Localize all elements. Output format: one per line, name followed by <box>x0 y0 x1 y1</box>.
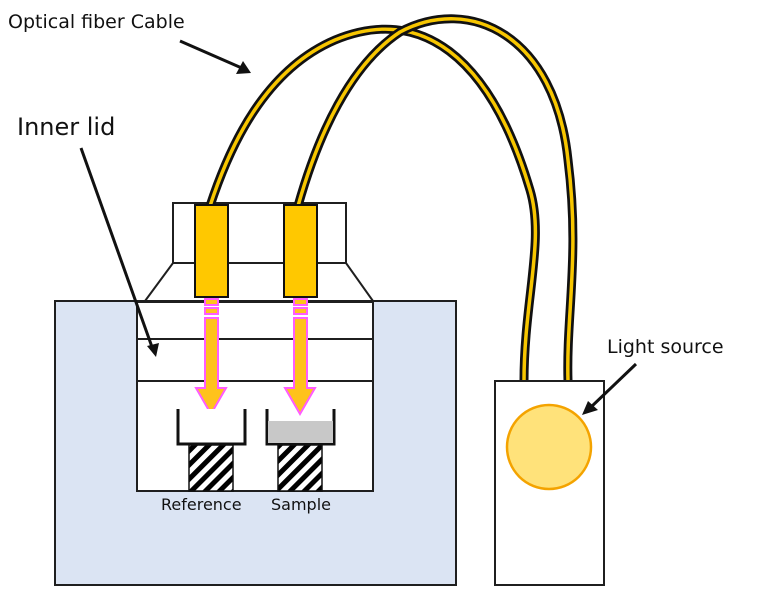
reference-support <box>188 444 234 492</box>
optical-fiber-cables <box>205 14 578 386</box>
inner-lid-pointer-line <box>79 147 154 348</box>
chamber <box>54 202 457 586</box>
chamber-cavity <box>136 301 374 492</box>
sample-holders <box>176 409 336 492</box>
reference-light-arrow <box>194 298 228 417</box>
fiber-holder-base <box>143 262 375 302</box>
light-source-label: Light source <box>607 336 724 358</box>
reference-label: Reference <box>161 495 242 514</box>
fiber-connectors <box>194 204 318 298</box>
light-source-lamp <box>505 403 593 491</box>
labels: Optical fiber Cable Inner lid Light sour… <box>8 11 724 514</box>
optical-fiber-cable-right-inner <box>296 17 575 383</box>
callout-arrows <box>79 39 638 415</box>
sample-cell-frame <box>265 409 336 446</box>
light-paths <box>194 298 317 417</box>
light-source-unit <box>494 380 605 586</box>
sample-cell-content <box>268 421 333 443</box>
inner-lid-pointer-head <box>147 343 159 357</box>
reference-fiber-connector <box>194 204 229 298</box>
reference-cell <box>176 409 247 446</box>
optical-fiber-cable-left-inner <box>208 27 538 383</box>
inner-lid <box>136 338 374 382</box>
sample-support <box>277 444 323 492</box>
sample-label: Sample <box>271 495 331 514</box>
optical-fiber-cable-pointer-line <box>179 39 245 71</box>
light-source-pointer-head <box>582 401 598 415</box>
sample-fiber-connector <box>283 204 318 298</box>
optical-fiber-cable-label: Optical fiber Cable <box>8 11 185 33</box>
inner-lid-label: Inner lid <box>17 113 115 141</box>
light-source-pointer-line <box>588 362 638 410</box>
optical-fiber-cable-pointer-head <box>236 61 251 74</box>
sample-light-arrow <box>283 298 317 417</box>
